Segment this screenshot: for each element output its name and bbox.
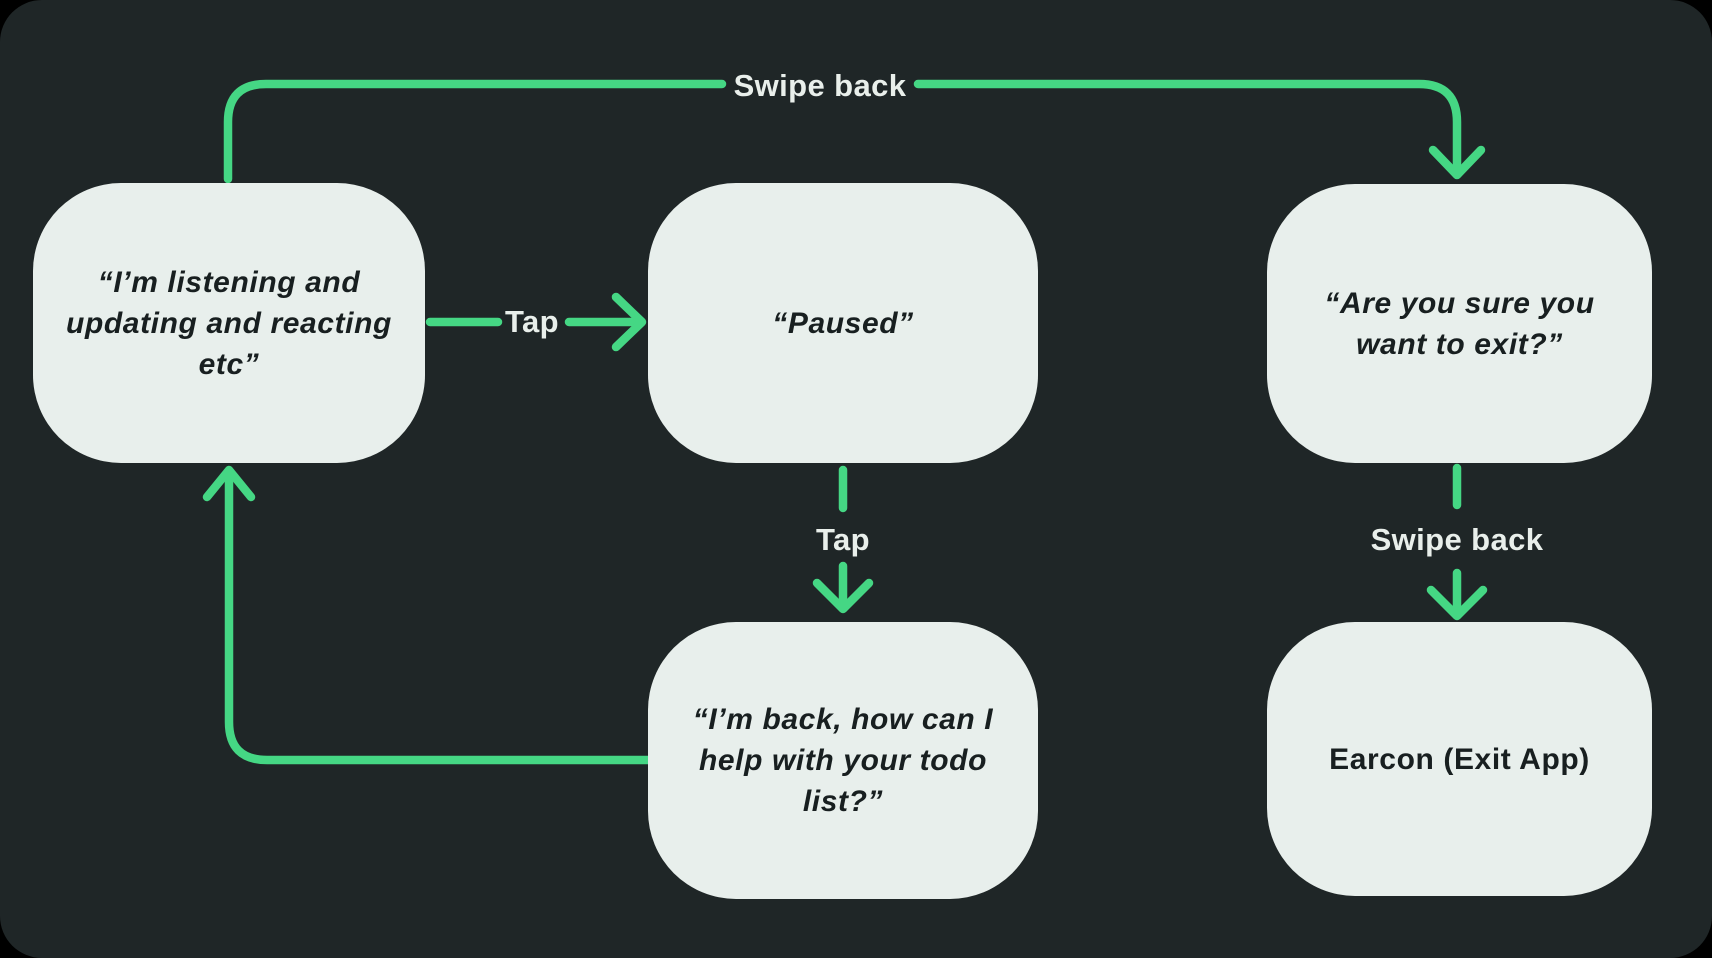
arrowhead-right-icon xyxy=(611,292,647,352)
edge-swipe-back-top xyxy=(223,79,1486,184)
node-confirm-exit: “Are you sure you want to exit?” xyxy=(1267,184,1652,463)
node-earcon-text: Earcon (Exit App) xyxy=(1329,742,1590,776)
node-back: “I’m back, how can I help with your todo… xyxy=(648,622,1038,899)
edge-label-tap-right: Tap xyxy=(504,304,560,339)
edge-line xyxy=(223,79,727,184)
arrowhead-down-icon xyxy=(1426,585,1488,621)
edge-loop-back xyxy=(202,465,653,765)
node-back-text: “I’m back, how can I help with your todo… xyxy=(692,703,994,818)
edge-tap-right xyxy=(425,292,647,352)
edge-tap-down xyxy=(812,465,874,614)
node-confirm-exit-text: “Are you sure you want to exit?” xyxy=(1324,286,1595,361)
edge-label-tap-down: Tap xyxy=(815,522,871,557)
node-earcon: Earcon (Exit App) xyxy=(1267,622,1652,896)
node-paused: “Paused” xyxy=(648,183,1038,463)
edge-line xyxy=(224,471,653,765)
node-listening-text: “I’m listening and updating and reacting… xyxy=(66,265,392,381)
edge-label-swipe-back-top: Swipe back xyxy=(733,68,907,103)
edge-line xyxy=(913,79,1462,173)
arrowhead-down-icon xyxy=(1428,145,1486,180)
edge-swipe-back-down xyxy=(1426,463,1488,621)
arrowhead-down-icon xyxy=(812,578,874,614)
node-paused-text: “Paused” xyxy=(772,306,914,340)
edge-label-swipe-back-down: Swipe back xyxy=(1370,522,1544,557)
node-listening: “I’m listening and updating and reacting… xyxy=(33,183,425,463)
arrowhead-up-icon xyxy=(202,465,256,502)
